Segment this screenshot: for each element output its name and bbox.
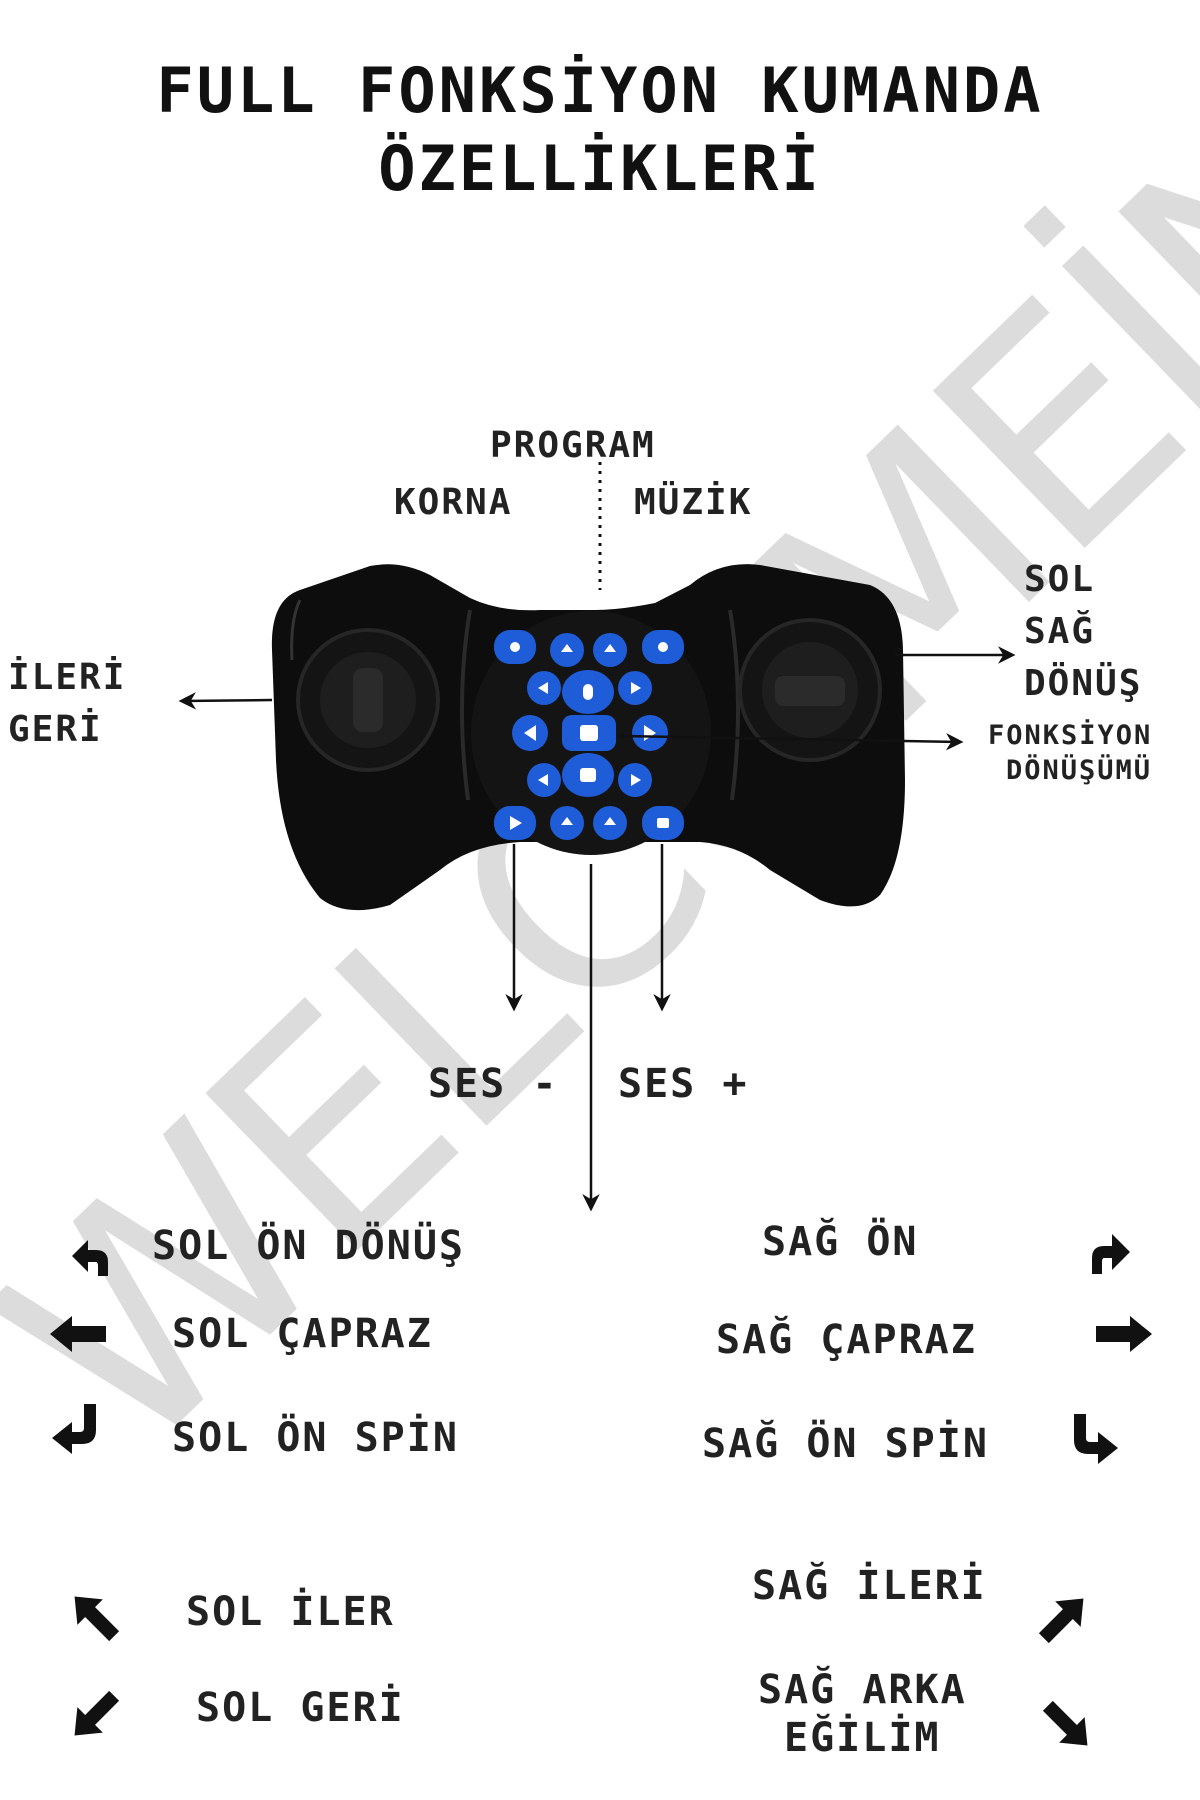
- label-donusumu: DÖNÜŞÜMÜ: [1006, 755, 1153, 786]
- up-right-arrow-icon: [1038, 1598, 1084, 1644]
- label-program: PROGRAM: [490, 425, 656, 466]
- label-ses-plus: SES +: [618, 1061, 749, 1107]
- legend-label-sol-iler: SOL İLER: [186, 1589, 395, 1635]
- legend-label-sag-arka: SAĞ ARKA: [758, 1667, 967, 1713]
- legend-label-egilim: EĞİLİM: [784, 1715, 941, 1761]
- button-pad: [471, 611, 711, 855]
- up-left-arrow-icon: [74, 1596, 120, 1642]
- page-title-line-2: ÖZELLİKLERİ: [378, 132, 822, 205]
- label-geri: GERİ: [8, 709, 103, 750]
- right-joystick: [738, 618, 882, 762]
- legend-label-sag-on-spin: SAĞ ÖN SPİN: [702, 1421, 989, 1467]
- right-arrow-icon: [1096, 1316, 1152, 1352]
- legend-label-sol-geri: SOL GERİ: [196, 1685, 405, 1731]
- label-sag: SAĞ: [1024, 611, 1096, 652]
- legend-label-sag-capraz: SAĞ ÇAPRAZ: [716, 1317, 977, 1363]
- spin-right-arrow-icon: [1074, 1414, 1118, 1464]
- turn-left-arrow-icon: [72, 1240, 108, 1276]
- remote-controller-image: [271, 564, 905, 911]
- down-left-arrow-icon: [74, 1690, 120, 1736]
- connector-ileri-geri: [178, 692, 273, 710]
- turn-right-arrow-icon: [1092, 1234, 1130, 1274]
- label-fonksiyon: FONKSİYON: [988, 720, 1153, 751]
- label-korna: KORNA: [394, 482, 513, 523]
- left-joystick: [296, 628, 440, 772]
- connector-fonksiyon: [619, 733, 964, 751]
- label-ses-minus: SES -: [428, 1061, 559, 1107]
- spin-left-arrow-icon: [52, 1404, 96, 1454]
- legend-label-sol-on-spin: SOL ÖN SPİN: [172, 1415, 459, 1461]
- label-muzik: MÜZİK: [634, 482, 753, 523]
- down-right-arrow-icon: [1042, 1700, 1088, 1746]
- legend-label-sag-ileri: SAĞ İLERİ: [752, 1563, 987, 1609]
- legend-label-sag-on: SAĞ ÖN: [762, 1219, 919, 1265]
- left-arrow-icon: [50, 1316, 106, 1352]
- label-donus: DÖNÜŞ: [1024, 663, 1143, 704]
- page-title-line-1: FULL FONKSİYON KUMANDA: [156, 54, 1044, 127]
- legend-label-sol-capraz: SOL ÇAPRAZ: [172, 1311, 433, 1357]
- legend-label-sol-on-donus: SOL ÖN DÖNÜŞ: [152, 1223, 465, 1269]
- label-sol: SOL: [1024, 559, 1096, 600]
- label-ileri: İLERİ: [8, 657, 127, 698]
